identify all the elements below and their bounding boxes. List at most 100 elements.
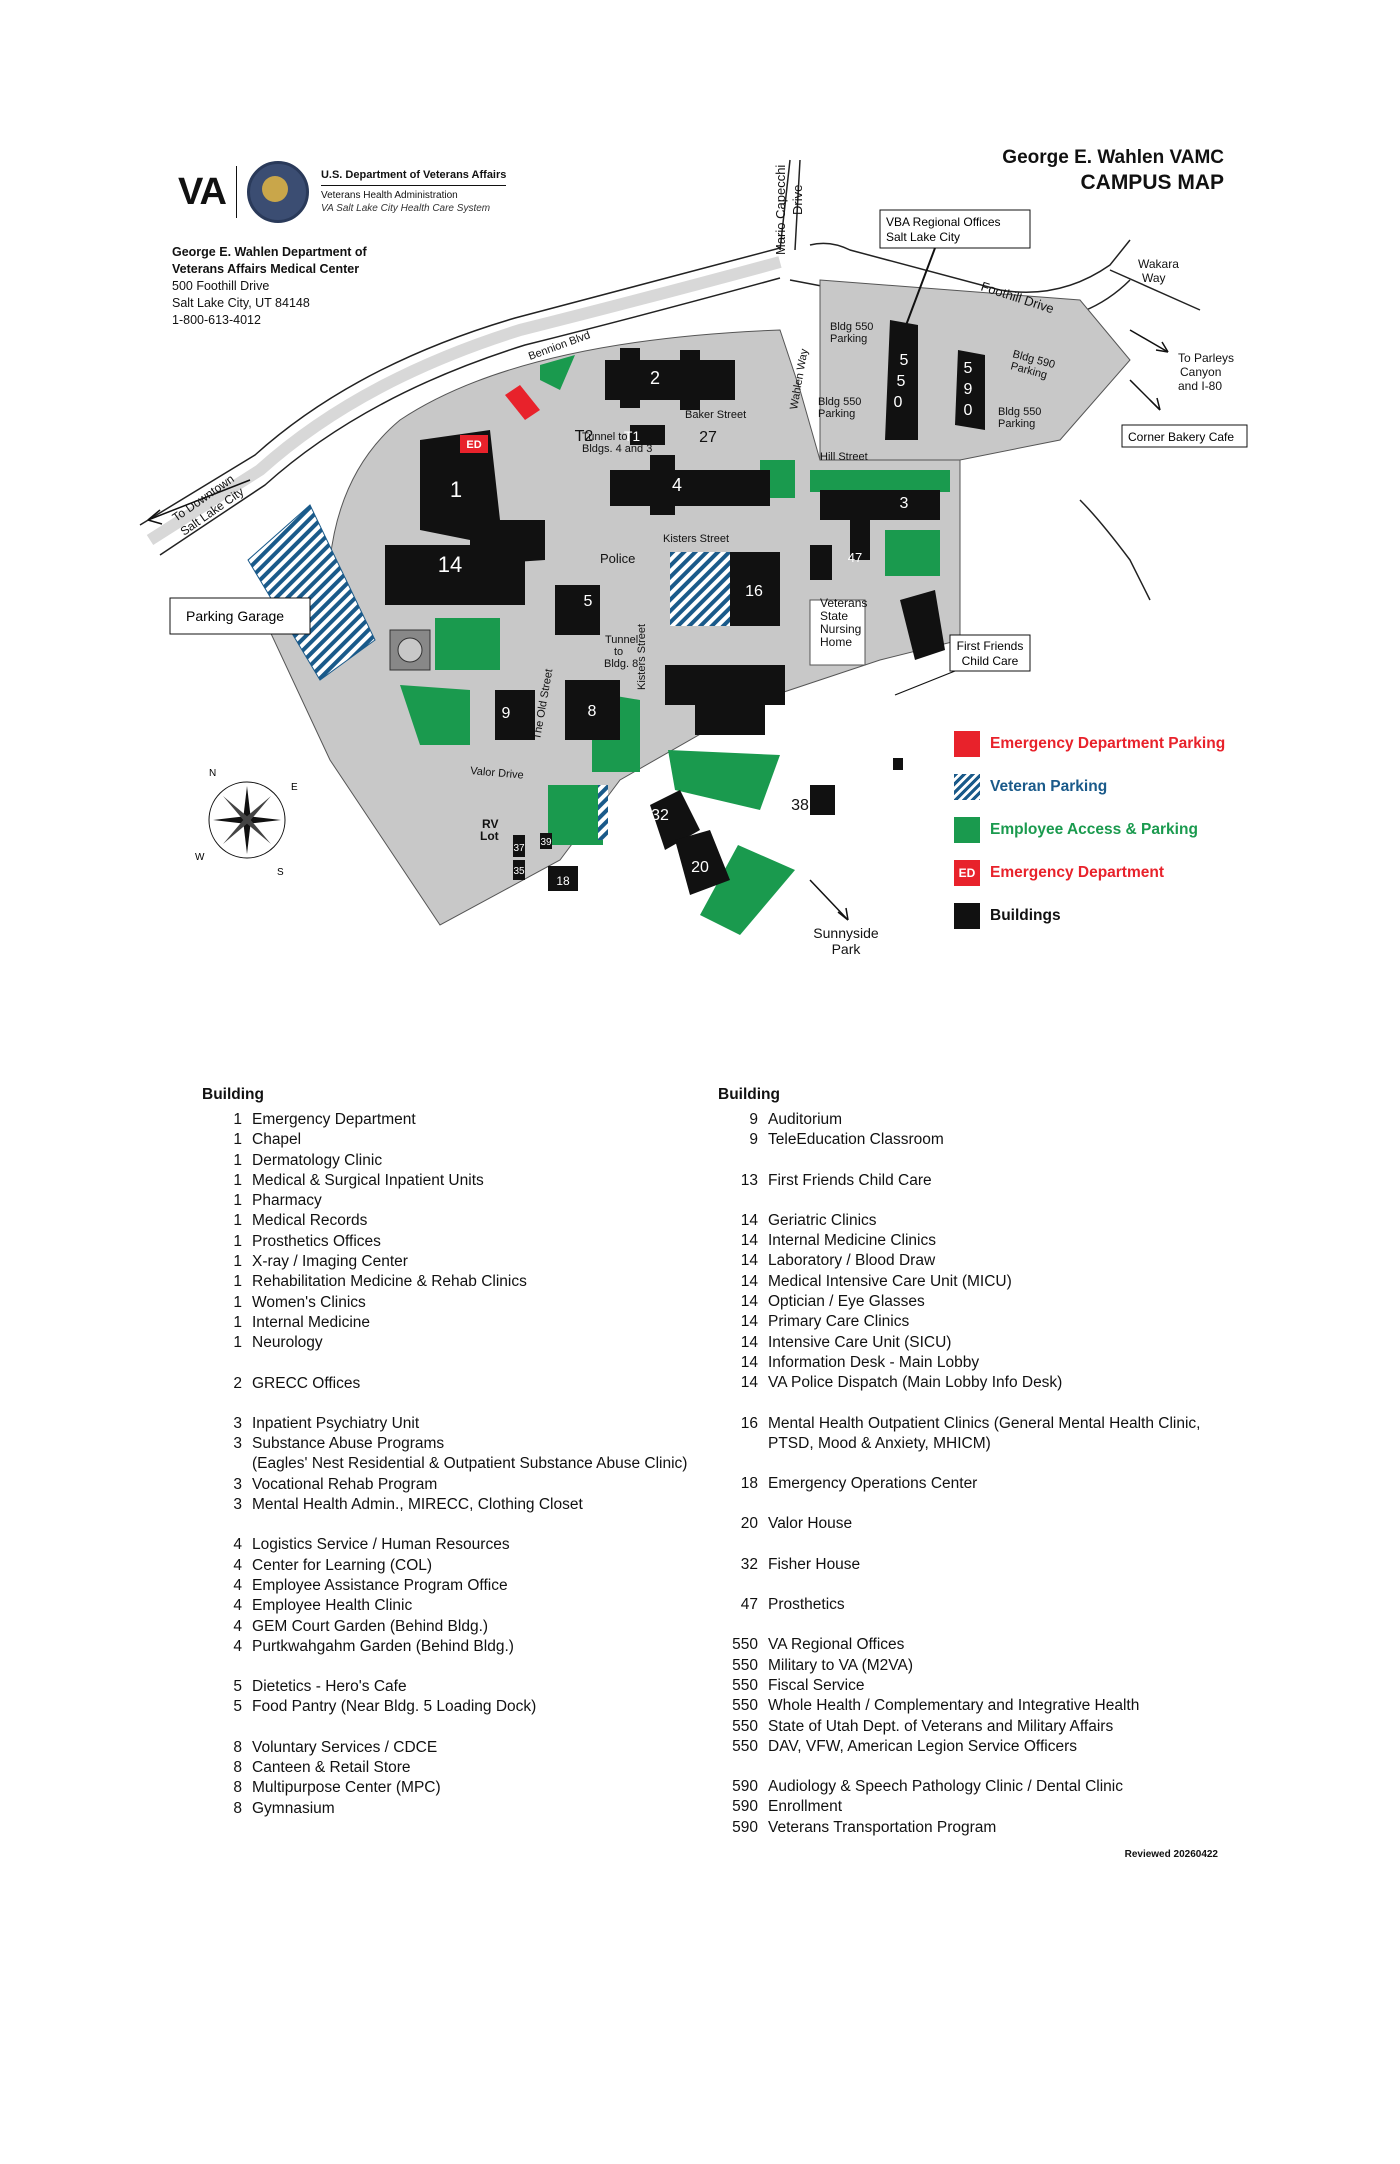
directory-building-number: 1 — [233, 1232, 242, 1250]
building-t1-label: T1 — [624, 428, 641, 444]
directory-building-number: 590 — [732, 1818, 758, 1836]
building-550-0: 0 — [894, 394, 903, 411]
building-20-label: 20 — [691, 859, 709, 876]
directory-service-name: Logistics Service / Human Resources — [252, 1536, 510, 1554]
corner-bakery-callout: Corner Bakery Cafe — [1121, 424, 1248, 448]
directory-service-name: Rehabilitation Medicine & Rehab Clinics — [252, 1273, 527, 1291]
compass-w: W — [195, 852, 205, 863]
ed-badge-label: ED — [466, 439, 481, 451]
directory-building-number: 14 — [740, 1232, 758, 1250]
directory-building-number: 14 — [740, 1374, 758, 1392]
corner-bakery-label: Corner Bakery Cafe — [1128, 430, 1234, 444]
legend-swatch — [954, 730, 980, 757]
directory-service-name: Military to VA (M2VA) — [768, 1656, 913, 1674]
legend-label: Employee Access & Parking — [990, 820, 1198, 838]
directory-service-name: Fisher House — [768, 1555, 861, 1573]
directory-service-name: Women's Clinics — [252, 1293, 366, 1311]
employee-parking-areas — [400, 355, 950, 935]
bldg550-parking-b1: Bldg 550 — [818, 396, 861, 408]
vsnh-line-3: Nursing — [820, 622, 861, 636]
va-logo: VA U.S. Department of Veterans Affairs V… — [178, 161, 507, 223]
directory-building-number: 32 — [740, 1555, 758, 1573]
parleys-line-1: To Parleys — [1178, 351, 1234, 365]
directory-service-name: X-ray / Imaging Center — [252, 1253, 408, 1271]
directory-service-name: Pharmacy — [252, 1192, 322, 1210]
directory-building-number: 4 — [233, 1536, 242, 1554]
map-area-labels: Tunnel to Bldgs. 4 and 3 Tunnel to Bldg.… — [480, 321, 1056, 843]
tunnel-1-line-2: Bldgs. 4 and 3 — [582, 443, 652, 455]
directory-building-number: 8 — [233, 1799, 242, 1817]
valor-drive-label: Valor Drive — [470, 765, 524, 782]
directory-service-name: Medical Intensive Care Unit (MICU) — [768, 1272, 1012, 1290]
directory-building-number: 1 — [233, 1171, 242, 1189]
reviewed-date: Reviewed 20260422 — [1124, 1849, 1218, 1860]
tunnel-2-line-2: to — [614, 646, 623, 658]
vsnh-line-1: Veterans — [820, 596, 867, 610]
directory-building-number: 590 — [732, 1778, 758, 1796]
directory-row: 4 Logistics Service / Human Resources — [202, 1535, 742, 1555]
directory-service-name: Prosthetics Offices — [252, 1232, 381, 1250]
compass-e: E — [291, 782, 298, 793]
directory-service-name: Center for Learning (COL) — [252, 1556, 433, 1574]
compass-rose: N E S W — [195, 768, 298, 878]
vba-callout: VBA Regional Offices Salt Lake City — [879, 209, 1031, 329]
building-550-5b: 5 — [897, 373, 906, 390]
directory-service-name: Mental Health Admin., MIRECC, Clothing C… — [252, 1496, 583, 1514]
directory-building-number: 4 — [233, 1637, 242, 1655]
bldg550-parking-b2: Parking — [818, 408, 855, 420]
tunnel-2-line-1: Tunnel — [605, 634, 638, 646]
directory-building-number: 3 — [233, 1414, 242, 1432]
police-label: Police — [600, 551, 635, 566]
directory-building-number: 1 — [233, 1293, 242, 1311]
directory-building-number: 20 — [740, 1515, 758, 1533]
vba-line-1: VBA Regional Offices — [886, 215, 1001, 229]
building-47-label: 47 — [848, 550, 862, 565]
directory-gap — [202, 1657, 742, 1677]
address-name-1: George E. Wahlen Department of — [172, 245, 367, 259]
parking-garage-label: Parking Garage — [186, 608, 284, 624]
kisters-street-label: Kisters Street — [663, 533, 729, 545]
directory-service-name: GEM Court Garden (Behind Bldg.) — [252, 1617, 489, 1635]
directory-service-name: GRECC Offices — [252, 1374, 361, 1392]
directory-service-name: Neurology — [252, 1334, 323, 1352]
directory-service-name: DAV, VFW, American Legion Service Office… — [768, 1737, 1077, 1755]
directory-service-name: Auditorium — [768, 1111, 843, 1128]
building-18-label: 18 — [556, 874, 570, 888]
directory-heading-left: Building — [202, 1086, 264, 1103]
va-seal-icon — [246, 161, 309, 223]
legend-label: Buildings — [990, 906, 1061, 924]
building-16-label: 16 — [745, 583, 763, 600]
nursing-home-site — [809, 599, 866, 666]
directory-service-name: VA Police Dispatch (Main Lobby Info Desk… — [768, 1374, 1063, 1392]
logo-dept: U.S. Department of Veterans Affairs — [320, 169, 507, 186]
directory-gap — [718, 1575, 1278, 1595]
title-line-2: CAMPUS MAP — [1080, 171, 1224, 194]
tunnel-1-line-1: Tunnel to — [582, 431, 627, 443]
directory-building-number: 1 — [233, 1253, 242, 1271]
directory-building-number: 550 — [732, 1737, 758, 1755]
legend-swatch — [954, 902, 980, 929]
building-590-5: 5 — [964, 360, 973, 377]
directory-service-name: Voluntary Services / CDCE — [252, 1738, 438, 1756]
mario-capecchi-label: Mario Capecchi — [773, 165, 788, 255]
logo-system: VA Salt Lake City Health Care System — [320, 203, 491, 214]
